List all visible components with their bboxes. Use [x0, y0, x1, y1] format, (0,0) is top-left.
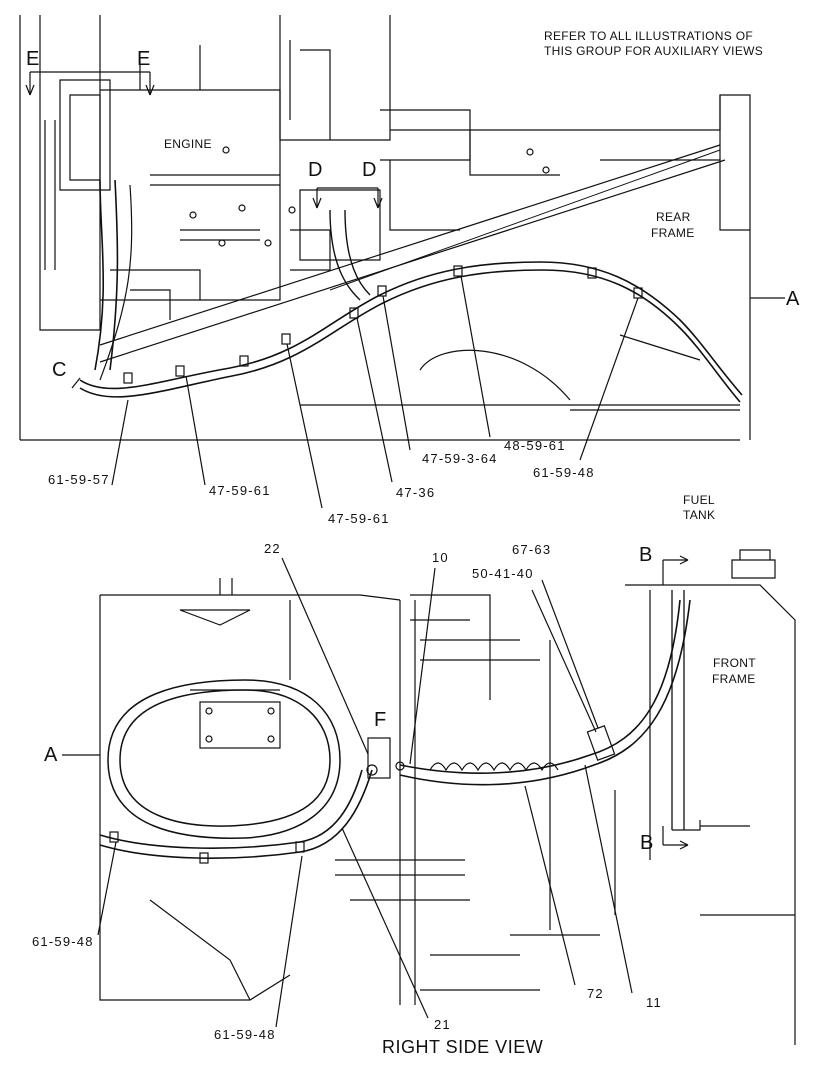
view-marker-d-right: D — [362, 159, 377, 181]
view-marker-a-top: A — [786, 288, 800, 310]
callout-11: 11 — [646, 995, 662, 1010]
callout-61-59-48-top: 61-59-48 — [533, 465, 595, 480]
view-marker-a-bottom: A — [44, 744, 58, 766]
callout-22: 22 — [264, 541, 281, 556]
callout-47-59-61-b: 47-59-61 — [328, 511, 390, 526]
view-marker-e-left: E — [26, 48, 40, 70]
fuel-tank-label-line2: TANK — [683, 508, 716, 522]
callout-61-59-48-left: 61-59-48 — [32, 934, 94, 949]
front-frame-label-line1: FRONT — [713, 656, 756, 670]
callout-61-59-48-bottom: 61-59-48 — [214, 1027, 276, 1042]
view-marker-d-left: D — [308, 159, 323, 181]
callout-21: 21 — [434, 1017, 451, 1032]
auxiliary-views-note-line1: REFER TO ALL ILLUSTRATIONS OF — [544, 29, 753, 43]
callout-10: 10 — [432, 550, 449, 565]
callout-67-63: 67-63 — [512, 542, 552, 557]
rear-frame-outline — [390, 94, 751, 440]
hose-loop — [119, 689, 331, 827]
callout-61-59-57: 61-59-57 — [48, 472, 110, 487]
view-marker-e-right: E — [137, 48, 151, 70]
view-title: RIGHT SIDE VIEW — [382, 1037, 544, 1057]
rear-frame-label-line1: REAR — [656, 210, 691, 224]
front-frame-outline — [99, 595, 291, 1001]
callout-48-59-61: 48-59-61 — [504, 438, 566, 453]
fuel-filter-housing — [59, 79, 111, 191]
callout-72: 72 — [587, 986, 604, 1001]
callout-50-41-40: 50-41-40 — [472, 566, 534, 581]
engine-outline — [19, 15, 740, 441]
rear-frame-label-line2: FRAME — [651, 226, 695, 240]
fuel-tank-label-line1: FUEL — [683, 493, 715, 507]
fuel-line-bottom — [99, 769, 373, 859]
view-marker-c: C — [52, 359, 67, 381]
view-marker-b-bottom: B — [640, 832, 654, 854]
engine-label: ENGINE — [164, 137, 212, 151]
front-frame-label-line2: FRAME — [712, 672, 756, 686]
callout-47-59-61-a: 47-59-61 — [209, 483, 271, 498]
view-marker-f: F — [374, 709, 387, 731]
callout-47-36: 47-36 — [396, 485, 436, 500]
auxiliary-views-note-line2: THIS GROUP FOR AUXILIARY VIEWS — [544, 44, 764, 58]
view-marker-b-top: B — [639, 544, 653, 566]
callout-47-59-3-64: 47-59-3-64 — [422, 451, 498, 466]
fuel-line-top — [79, 261, 743, 396]
